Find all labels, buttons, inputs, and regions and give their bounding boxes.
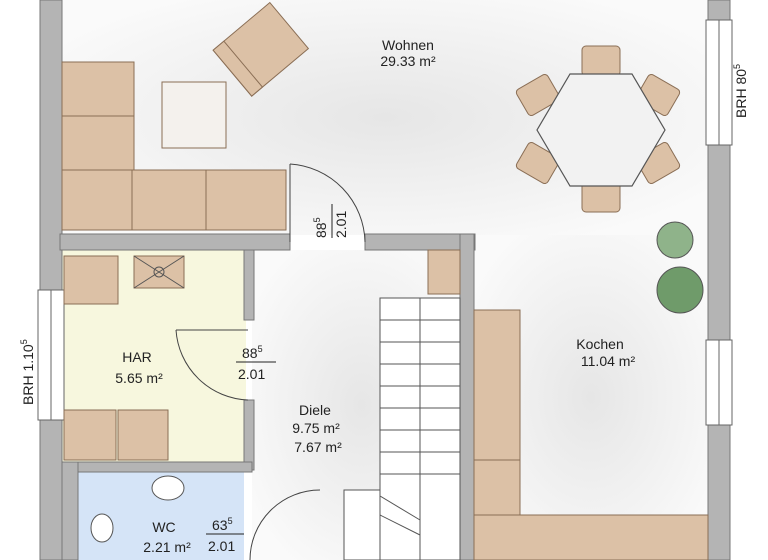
dimension-door-har: 885 2.01 xyxy=(236,344,276,382)
svg-text:885: 885 xyxy=(242,344,263,361)
room-wc-area: 2.21 m² xyxy=(143,539,191,555)
armchair xyxy=(212,1,310,97)
dimension-door-wc: 635 2.01 xyxy=(206,516,244,554)
plant-icon xyxy=(656,221,704,314)
window-left-label: BRH 1.105 xyxy=(19,339,36,405)
dining-set xyxy=(515,45,681,213)
wall-mid-horizontal-right xyxy=(364,233,476,251)
door-wohnen xyxy=(289,163,366,243)
wall-har-right xyxy=(243,249,255,321)
wall-left xyxy=(39,0,63,560)
kitchen-pillar xyxy=(427,249,461,295)
window-right-label: BRH 805 xyxy=(732,64,749,118)
svg-text:635: 635 xyxy=(212,516,233,533)
room-wc-name: WC xyxy=(152,519,175,535)
washbasin-icon xyxy=(151,475,185,501)
svg-text:2.01: 2.01 xyxy=(208,538,235,554)
wall-har-right-lower xyxy=(243,399,255,471)
window-right-top xyxy=(705,19,733,146)
svg-text:885: 885 xyxy=(312,217,329,238)
room-har-name: HAR xyxy=(122,349,152,365)
window-left xyxy=(37,289,65,421)
room-kochen-area: 11.04 m² xyxy=(581,353,636,369)
coffee-table xyxy=(161,81,227,149)
room-har-area: 5.65 m² xyxy=(115,370,163,386)
svg-text:2.01: 2.01 xyxy=(238,366,265,382)
boiler-icon xyxy=(133,255,185,289)
room-wohnen-area: 29.33 m² xyxy=(380,53,436,69)
toilet-icon xyxy=(90,513,114,543)
svg-text:2.01: 2.01 xyxy=(333,211,349,238)
room-kochen-name: Kochen xyxy=(576,336,623,352)
room-diele-area-2: 7.67 m² xyxy=(294,439,342,455)
room-diele-area-1: 9.75 m² xyxy=(292,420,340,436)
dimension-door-wohnen: 885 2.01 xyxy=(312,204,349,238)
har-furniture xyxy=(63,255,169,461)
wall-wc-top xyxy=(61,461,253,473)
staircase xyxy=(343,297,461,560)
door-wc xyxy=(249,489,321,560)
wc-fixtures xyxy=(90,475,185,543)
window-right-bottom xyxy=(705,339,733,426)
sofa xyxy=(61,61,287,231)
wall-mid-horizontal-left xyxy=(59,233,291,251)
kitchen-counter xyxy=(473,309,709,560)
wall-wc-left xyxy=(61,461,79,560)
wall-stair-right xyxy=(459,233,475,560)
door-har xyxy=(175,329,249,401)
room-wohnen-name: Wohnen xyxy=(382,37,434,53)
room-diele-name: Diele xyxy=(299,402,331,418)
dining-table xyxy=(536,73,666,187)
